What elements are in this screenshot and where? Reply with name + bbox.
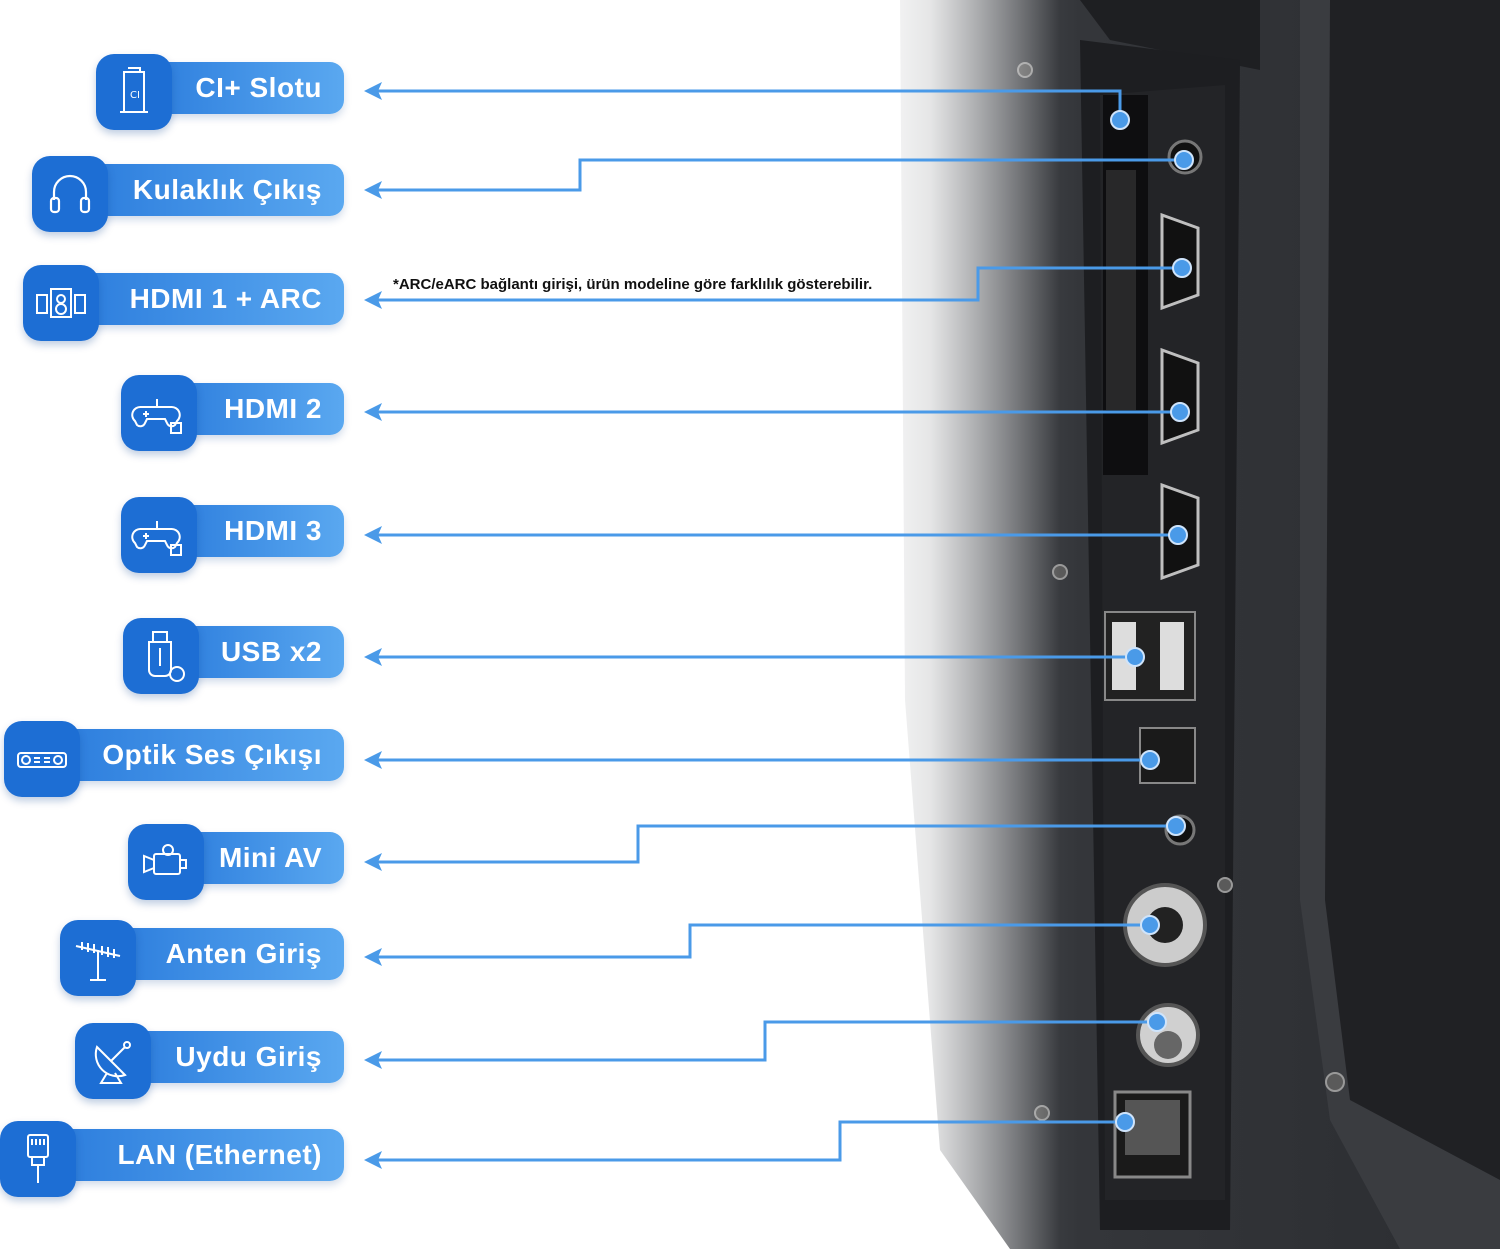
label-hdmi3: HDMI 3 [121,497,344,573]
label-pill [72,164,344,216]
arrowhead [364,403,382,421]
arc-note: *ARC/eARC bağlantı girişi, ürün modeline… [393,276,873,293]
label-antenna-in: Anten Giriş [60,920,344,996]
port-marker-dot [1125,647,1145,667]
antenna-icon [60,920,136,996]
label-text: CI+ Slotu [195,72,322,103]
label-text: Anten Giriş [165,938,322,969]
label-optical-out: Optik Ses Çıkışı [4,721,344,797]
port-marker-dot [1170,402,1190,422]
label-ci-slot: CI CI+ Slotu [96,54,344,130]
usb-stick-icon [123,618,199,694]
arrowhead [364,291,382,309]
label-text: LAN (Ethernet) [117,1139,322,1170]
arrowhead [364,181,382,199]
gamepad-2-icon [121,375,197,451]
camcorder-icon [128,824,204,900]
port-marker-dot [1174,150,1194,170]
arrowhead [364,526,382,544]
arrowhead [364,853,382,871]
connector-line [370,923,1150,959]
svg-text:CI: CI [130,90,140,101]
label-text: USB x2 [220,636,322,667]
label-text: Uydu Giriş [175,1041,322,1072]
label-text: Mini AV [218,842,322,873]
label-pill [115,1031,344,1083]
label-hdmi1-arc: HDMI 1 + ARC [23,265,344,341]
port-marker-dot [1147,1012,1167,1032]
label-pill [63,273,344,325]
arrowhead [364,648,382,666]
connector-line [370,266,1182,302]
satellite-dish-icon [75,1023,151,1099]
label-text: Optik Ses Çıkışı [102,739,322,770]
arrowhead [364,948,382,966]
label-pill [44,729,344,781]
connector-line [370,1120,1125,1162]
arrowhead [364,751,382,769]
port-marker-dot [1115,1112,1135,1132]
port-marker-dot [1140,915,1160,935]
label-text: HDMI 2 [224,393,322,424]
label-hdmi2: HDMI 2 [121,375,344,451]
port-marker-dot [1110,110,1130,130]
white-fade [860,0,1060,1249]
connector-line [370,824,1176,864]
port-marker-dot [1140,750,1160,770]
label-satellite-in: Uydu Giriş [75,1023,344,1099]
label-pill [100,928,344,980]
label-mini-av: Mini AV [128,824,344,900]
label-text: HDMI 1 + ARC [129,283,322,314]
ethernet-cable-icon [0,1121,76,1197]
arrowhead [364,1051,382,1069]
label-usb: USB x2 [123,618,344,694]
arrowhead [364,1151,382,1169]
connector-line [370,1020,1157,1062]
label-lan: LAN (Ethernet) [0,1121,344,1197]
gamepad-3-icon [121,497,197,573]
label-headphone-out: Kulaklık Çıkış [32,156,344,232]
port-marker-dot [1168,525,1188,545]
arrowhead [364,82,382,100]
connector-line [370,89,1122,120]
connector-line [370,158,1184,192]
speaker-system-icon [23,265,99,341]
label-pill [40,1129,344,1181]
projector-icon [4,721,80,797]
port-marker-dot [1166,816,1186,836]
headphones-icon [32,156,108,232]
label-text: Kulaklık Çıkış [132,174,322,205]
port-marker-dot [1172,258,1192,278]
label-text: HDMI 3 [224,515,322,546]
ci-card-icon: CI [96,54,172,130]
